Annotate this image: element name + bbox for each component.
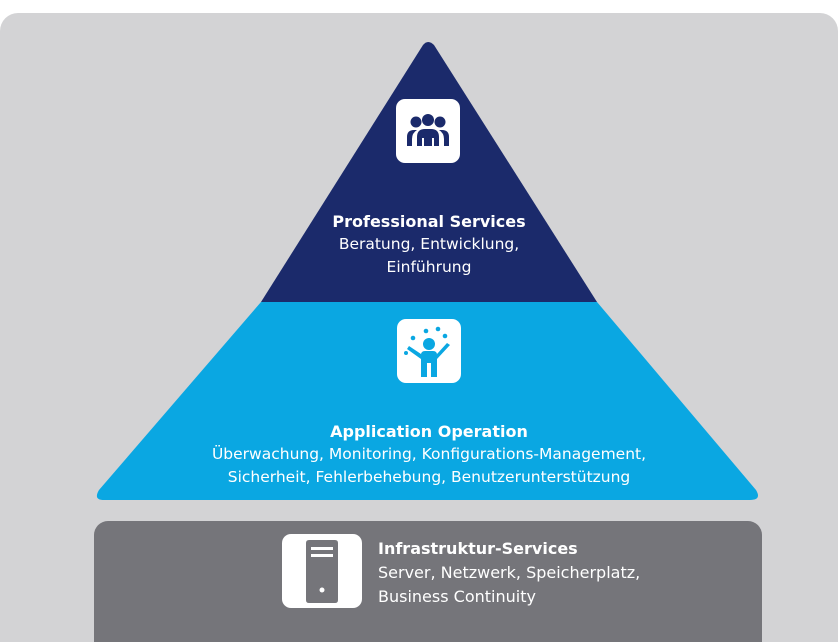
professional-services-desc-line-2: Einführung [386,258,472,276]
professional-services-desc-line-1: Beratung, Entwicklung, [338,235,520,253]
professional-services-title: Professional Services [332,212,526,231]
juggling-person-icon [404,326,450,377]
people-group-icon [407,114,449,146]
server-tower-icon [306,540,338,603]
application-operation-title: Application Operation [330,422,528,441]
application-operation-text: Application Operation Überwachung, Monit… [129,420,729,489]
professional-services-icon-box [396,99,460,163]
application-operation-icon-box [397,319,461,383]
pyramid-layer-professional-services [261,42,597,302]
application-operation-desc-line-2: Sicherheit, Fehlerbehebung, Benutzerunte… [227,468,631,486]
infrastruktur-services-text: Infrastruktur-Services Server, Netzwerk,… [378,537,640,609]
professional-services-text: Professional Services Beratung, Entwickl… [279,210,579,279]
infrastruktur-services-icon-box [282,534,362,608]
infrastruktur-services-desc-line-1: Server, Netzwerk, Speicherplatz, [378,563,641,582]
infrastruktur-services-title: Infrastruktur-Services [378,539,578,558]
infrastruktur-services-desc-line-2: Business Continuity [378,587,536,606]
pyramid-layer-infrastruktur-services [94,521,762,642]
application-operation-desc-line-1: Überwachung, Monitoring, Konfigurations-… [211,445,647,463]
pyramid-layer-application-operation [96,302,759,500]
